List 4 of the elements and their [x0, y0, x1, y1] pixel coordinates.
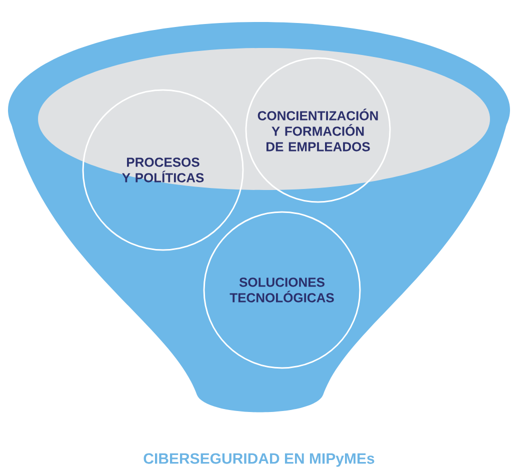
circle-node: CONCIENTIZACIÓN Y FORMACIÓN DE EMPLEADOS [245, 57, 391, 203]
circle-node: SOLUCIONES TECNOLÓGICAS [203, 211, 361, 369]
circle-node: PROCESOS Y POLÍTICAS [82, 89, 244, 251]
title: CIBERSEGURIDAD EN MIPyMEs [144, 453, 374, 467]
